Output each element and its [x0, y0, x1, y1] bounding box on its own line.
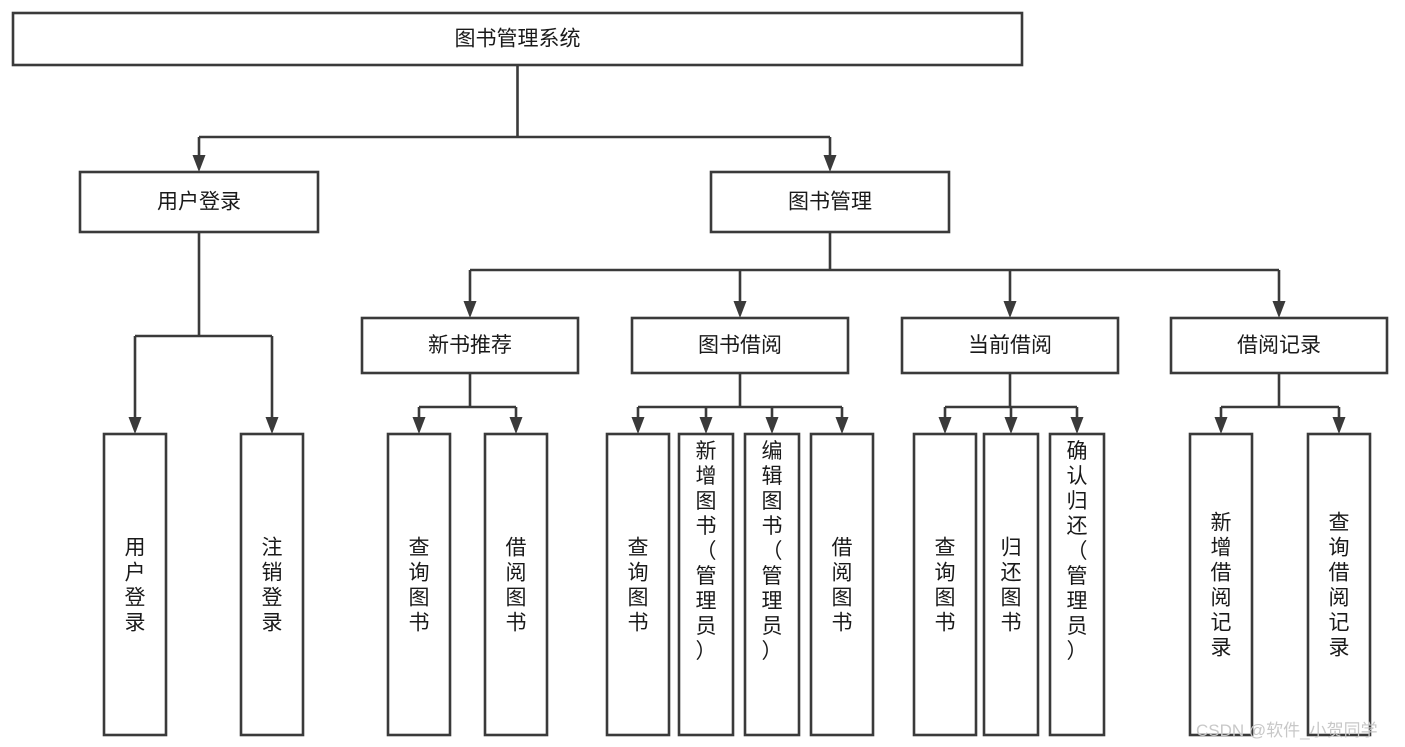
node-user-login[interactable]: 用户登录 — [78, 170, 320, 234]
arrow-head — [192, 155, 206, 172]
node-label: 借阅图书 — [832, 537, 853, 635]
node-label: 归还图书 — [1001, 537, 1022, 635]
node-box — [743, 432, 801, 737]
node-box — [386, 432, 452, 737]
arrow-head — [733, 301, 747, 318]
node-leaf-confirm-return[interactable]: 确认归还（管理员） — [1048, 432, 1106, 737]
node-label: 图书管理 — [788, 191, 872, 214]
arrow-head — [412, 417, 426, 434]
node-label: 用户登录 — [157, 191, 241, 214]
node-label: 用户登录 — [125, 537, 146, 635]
node-label: 查询借阅记录 — [1329, 512, 1350, 660]
node-leaf-edit-book[interactable]: 编辑图书（管理员） — [743, 432, 801, 737]
arrow-head — [265, 417, 279, 434]
node-box — [360, 316, 580, 375]
node-borrow-record[interactable]: 借阅记录 — [1169, 316, 1389, 375]
node-box — [677, 432, 735, 737]
edge-group-book-borrow — [631, 373, 849, 434]
node-box — [900, 316, 1120, 375]
node-new-book-rec[interactable]: 新书推荐 — [360, 316, 580, 375]
node-label: 编辑图书（管理员） — [762, 440, 783, 663]
node-box — [709, 170, 951, 234]
arrow-head — [699, 417, 713, 434]
arrow-head — [1214, 417, 1228, 434]
arrow-head — [631, 417, 645, 434]
node-box — [11, 11, 1024, 67]
edges-layer — [128, 65, 1346, 434]
arrow-head — [1003, 301, 1017, 318]
arrow-head — [823, 155, 837, 172]
arrow-head — [1004, 417, 1018, 434]
node-box — [1306, 432, 1372, 737]
node-box — [239, 432, 305, 737]
node-book-borrow[interactable]: 图书借阅 — [630, 316, 850, 375]
nodes-layer: 图书管理系统用户登录图书管理新书推荐图书借阅当前借阅借阅记录用户登录注销登录查询… — [11, 11, 1389, 737]
node-leaf-query-book[interactable]: 查询图书 — [605, 432, 671, 737]
node-label: 查询图书 — [935, 537, 956, 635]
node-label: 新书推荐 — [428, 334, 512, 357]
node-leaf-borrow-book[interactable]: 借阅图书 — [809, 432, 875, 737]
arrow-head — [1332, 417, 1346, 434]
node-leaf-add-book[interactable]: 新增图书（管理员） — [677, 432, 735, 737]
node-leaf-logout[interactable]: 注销登录 — [239, 432, 305, 737]
arrow-head — [1070, 417, 1084, 434]
arrow-head — [463, 301, 477, 318]
node-box — [982, 432, 1040, 737]
node-box — [102, 432, 168, 737]
node-label: 当前借阅 — [968, 334, 1052, 357]
node-book-manage[interactable]: 图书管理 — [709, 170, 951, 234]
node-box — [1048, 432, 1106, 737]
node-box — [483, 432, 549, 737]
node-leaf-query-record[interactable]: 查询借阅记录 — [1306, 432, 1372, 737]
node-label: 新增图书（管理员） — [696, 440, 717, 663]
node-label: 借阅图书 — [506, 537, 527, 635]
node-leaf-add-record[interactable]: 新增借阅记录 — [1188, 432, 1254, 737]
arrow-head — [938, 417, 952, 434]
node-label: 查询图书 — [409, 537, 430, 635]
node-box — [1169, 316, 1389, 375]
node-leaf-return-book[interactable]: 归还图书 — [982, 432, 1040, 737]
node-box — [1188, 432, 1254, 737]
arrow-head — [835, 417, 849, 434]
edge-group-new-book-rec — [412, 373, 523, 434]
edge-group-book-manage — [463, 232, 1286, 318]
node-label: 新增借阅记录 — [1211, 512, 1232, 660]
node-label: 图书管理系统 — [455, 28, 581, 51]
node-box — [912, 432, 978, 737]
arrow-head — [765, 417, 779, 434]
node-leaf-query-book-cur[interactable]: 查询图书 — [912, 432, 978, 737]
node-root[interactable]: 图书管理系统 — [11, 11, 1024, 67]
node-box — [78, 170, 320, 234]
node-leaf-query-book-rec[interactable]: 查询图书 — [386, 432, 452, 737]
node-box — [605, 432, 671, 737]
arrow-head — [128, 417, 142, 434]
node-leaf-user-login[interactable]: 用户登录 — [102, 432, 168, 737]
arrow-head — [1272, 301, 1286, 318]
edge-group-current-borrow — [938, 373, 1084, 434]
edge-group-user-login — [128, 232, 279, 434]
edge-group-root — [192, 65, 837, 172]
edge-group-borrow-record — [1214, 373, 1346, 434]
node-leaf-borrow-book-rec[interactable]: 借阅图书 — [483, 432, 549, 737]
node-label: 借阅记录 — [1237, 334, 1321, 357]
node-box — [809, 432, 875, 737]
node-label: 图书借阅 — [698, 334, 782, 357]
node-label: 确认归还（管理员） — [1067, 440, 1088, 663]
node-label: 注销登录 — [262, 537, 283, 635]
node-label: 查询图书 — [628, 537, 649, 635]
arrow-head — [509, 417, 523, 434]
watermark: CSDN @软件_小贺同学 — [1196, 721, 1378, 740]
node-box — [630, 316, 850, 375]
node-current-borrow[interactable]: 当前借阅 — [900, 316, 1120, 375]
